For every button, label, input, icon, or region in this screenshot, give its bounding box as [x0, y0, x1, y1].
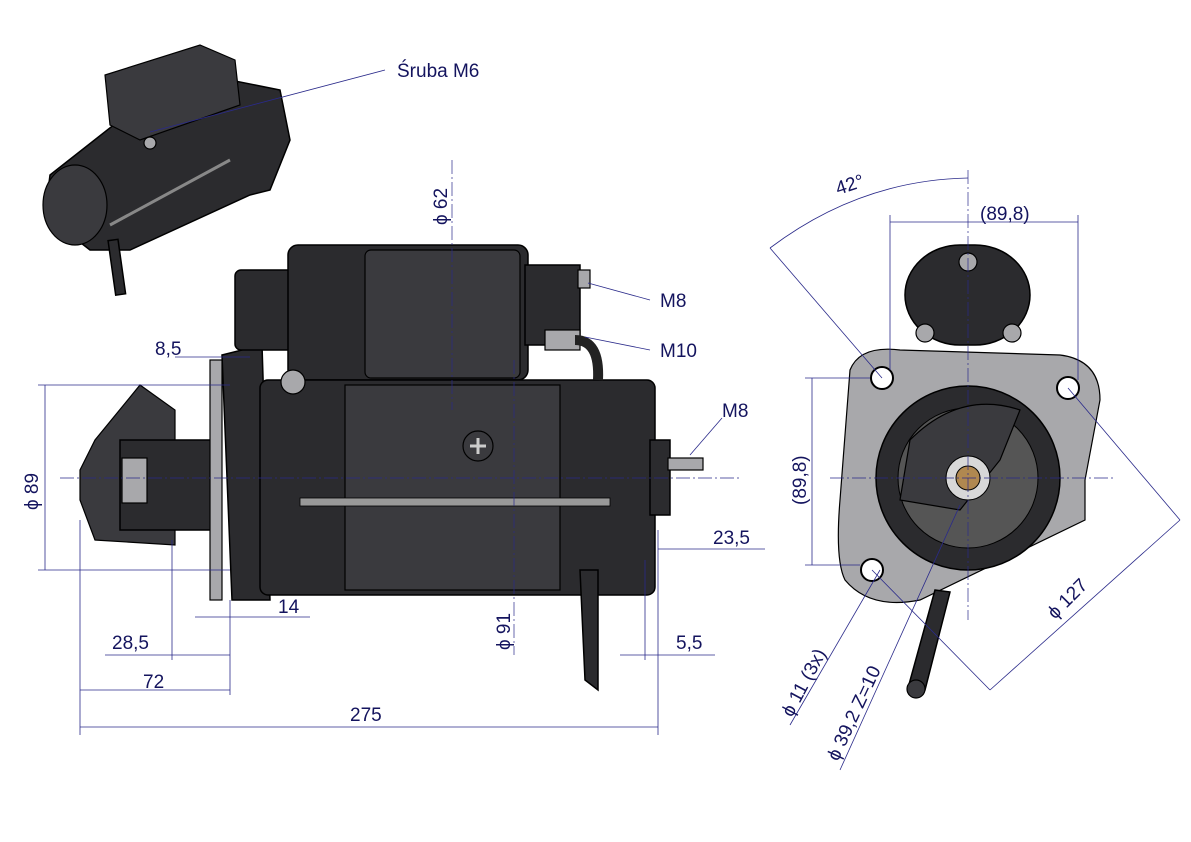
- dim-28-5: 28,5: [112, 633, 149, 654]
- side-view: [79, 244, 704, 692]
- callout-m8-top: M8: [660, 291, 686, 312]
- end-view: [837, 244, 1101, 699]
- dim-h89-8: (89,8): [980, 204, 1030, 225]
- dim-angle-42: 42°: [833, 171, 867, 200]
- dim-72: 72: [143, 672, 164, 693]
- dim-d127: ϕ 127: [1044, 575, 1093, 624]
- dim-d62: ϕ 62: [431, 188, 452, 225]
- dim-8-5: 8,5: [155, 339, 181, 360]
- dim-5-5: 5,5: [676, 633, 702, 654]
- dim-d39-teeth: ϕ 39,2 Z=10: [823, 663, 885, 764]
- callout-m10: M10: [660, 341, 697, 362]
- dim-d91: ϕ 91: [494, 613, 515, 650]
- side-dimensions: [38, 160, 765, 735]
- dim-23-5: 23,5: [713, 528, 750, 549]
- screw-callout: Śruba M6: [397, 60, 479, 82]
- dim-275: 275: [350, 705, 382, 726]
- callout-m8-side: M8: [722, 401, 748, 422]
- dim-v89-8: (89,8): [790, 455, 811, 505]
- end-dimensions: [769, 170, 1181, 771]
- dim-14: 14: [278, 597, 300, 618]
- dim-d89: ϕ 89: [22, 473, 43, 510]
- iso-view: [42, 44, 291, 297]
- dim-d11: ϕ 11 (3x): [778, 645, 831, 720]
